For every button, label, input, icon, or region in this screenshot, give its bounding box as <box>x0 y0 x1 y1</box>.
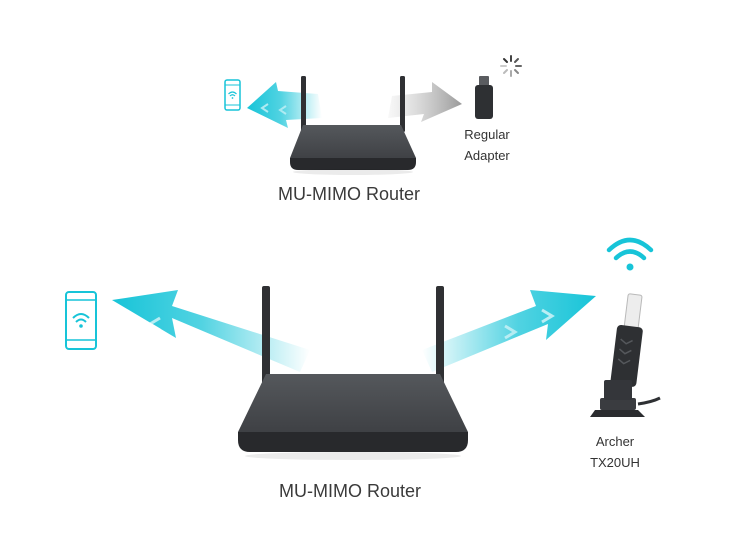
adapter-label-top-line1: Regular <box>464 127 510 142</box>
signal-arrow-bottom-left <box>112 290 310 372</box>
router-caption-bottom: MU-MIMO Router <box>279 481 422 501</box>
adapter-label-top-line2: Adapter <box>464 148 510 163</box>
adapter-label-bottom: Archer TX20UH <box>580 431 650 473</box>
router-bottom <box>238 286 468 460</box>
router-top <box>290 76 416 175</box>
adapter-label-top: Regular Adapter <box>452 124 522 166</box>
adapter-label-bottom-line2: TX20UH <box>590 455 640 470</box>
adapter-label-bottom-line1: Archer <box>595 434 635 449</box>
phone-icon-bottom <box>65 291 97 350</box>
signal-arrow-top-right <box>388 82 462 122</box>
router-caption-top: MU-MIMO Router <box>278 184 421 204</box>
wifi-signal-icon <box>606 237 654 271</box>
signal-arrow-top-left <box>247 82 322 128</box>
signal-arrow-bottom-right <box>422 290 596 372</box>
phone-icon-top <box>224 79 241 111</box>
usb-adapter-icon <box>475 76 493 119</box>
loading-spinner-icon <box>500 55 522 77</box>
usb-adapter-with-stand-icon <box>590 293 661 417</box>
